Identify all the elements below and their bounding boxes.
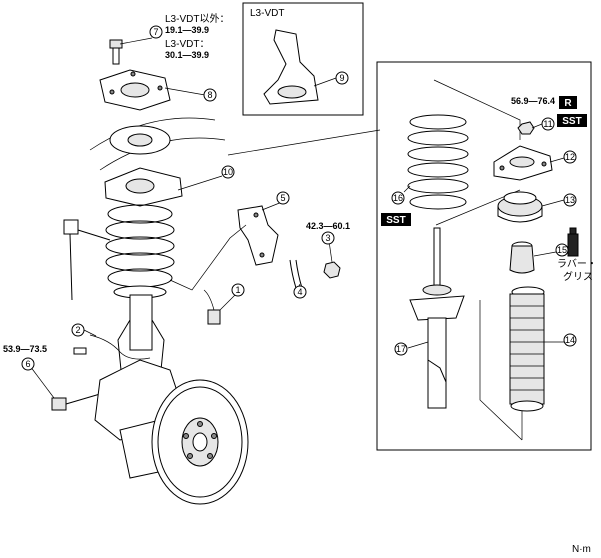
- callout-16: 16: [393, 193, 403, 203]
- grease-label-line1: ラバー・: [557, 258, 597, 270]
- sensor-1: [203, 289, 221, 325]
- callout-10: 10: [223, 167, 233, 177]
- upper-seat: [109, 125, 171, 155]
- inset-title: L3-VDT: [250, 8, 284, 19]
- callout-5: 5: [280, 193, 285, 203]
- grease-label-line2: グリス: [563, 270, 593, 283]
- main-assembly: [29, 37, 381, 505]
- upper-mount-plate-8: [99, 69, 171, 111]
- coil-spring-assembled: [105, 204, 175, 299]
- callouts-left: 7 8 10 5 3 4 1 2 6: [21, 25, 335, 371]
- dust-boot-14: [509, 286, 545, 412]
- harness-2: [89, 334, 151, 360]
- callout-9: 9: [339, 73, 344, 83]
- mount-bolt-7: [109, 39, 123, 65]
- brake-disc: [151, 379, 249, 505]
- shock-absorber-17: [409, 227, 465, 409]
- bump-stopper-15: [509, 241, 535, 274]
- callout-6: 6: [25, 359, 30, 369]
- nut-11: [517, 121, 535, 135]
- badge-r: R: [559, 96, 577, 109]
- badge-r-text: R: [564, 98, 572, 109]
- grease-tube-icon: [567, 227, 579, 257]
- torque-7-value1: 19.1—39.9: [165, 25, 209, 35]
- callout-15: 15: [557, 245, 567, 255]
- torque-6-value: 53.9—73.5: [3, 344, 47, 354]
- coil-spring-16: [407, 114, 469, 210]
- torque-7-value2: 30.1—39.9: [165, 50, 209, 60]
- callout-11: 11: [543, 119, 552, 129]
- exploded-box: [376, 61, 592, 451]
- callout-17: 17: [396, 344, 406, 354]
- unit-label: N·m: [572, 544, 591, 555]
- callout-12: 12: [565, 152, 575, 162]
- badge-sst-spring-text: SST: [386, 215, 405, 226]
- nut-3: [323, 261, 341, 279]
- hose-4: [289, 259, 303, 289]
- clip: [73, 347, 87, 355]
- badge-sst-top: SST: [557, 114, 587, 127]
- callout-7: 7: [153, 27, 158, 37]
- inset-l3vdt: L3-VDT 9: [242, 2, 364, 116]
- bracket-5: [237, 205, 279, 266]
- badge-sst-spring: SST: [381, 213, 411, 226]
- spring-seat-top: [104, 167, 183, 207]
- callout-14: 14: [565, 335, 575, 345]
- seat-13: [497, 191, 543, 223]
- bolt-6: [51, 393, 101, 411]
- torque-7-label1: L3-VDT以外：: [165, 13, 229, 25]
- torque-11-value: 56.9—76.4: [511, 96, 555, 106]
- callout-8: 8: [207, 90, 212, 100]
- torque-7-label2: L3-VDT：: [165, 39, 209, 50]
- badge-sst-top-text: SST: [562, 116, 581, 127]
- upper-mount-12: [493, 145, 553, 181]
- callout-13: 13: [565, 195, 575, 205]
- callout-1: 1: [235, 285, 240, 295]
- stabilizer-link: [63, 219, 111, 301]
- torque-3-value: 42.3—60.1: [306, 221, 350, 231]
- callouts-right: 11 12 13 15 14 16 17: [391, 117, 577, 356]
- callout-3: 3: [325, 233, 330, 243]
- callout-2: 2: [75, 325, 80, 335]
- callout-4: 4: [297, 287, 302, 297]
- torque-label-7: L3-VDT以外： 19.1—39.9 L3-VDT： 30.1—39.9: [165, 13, 229, 60]
